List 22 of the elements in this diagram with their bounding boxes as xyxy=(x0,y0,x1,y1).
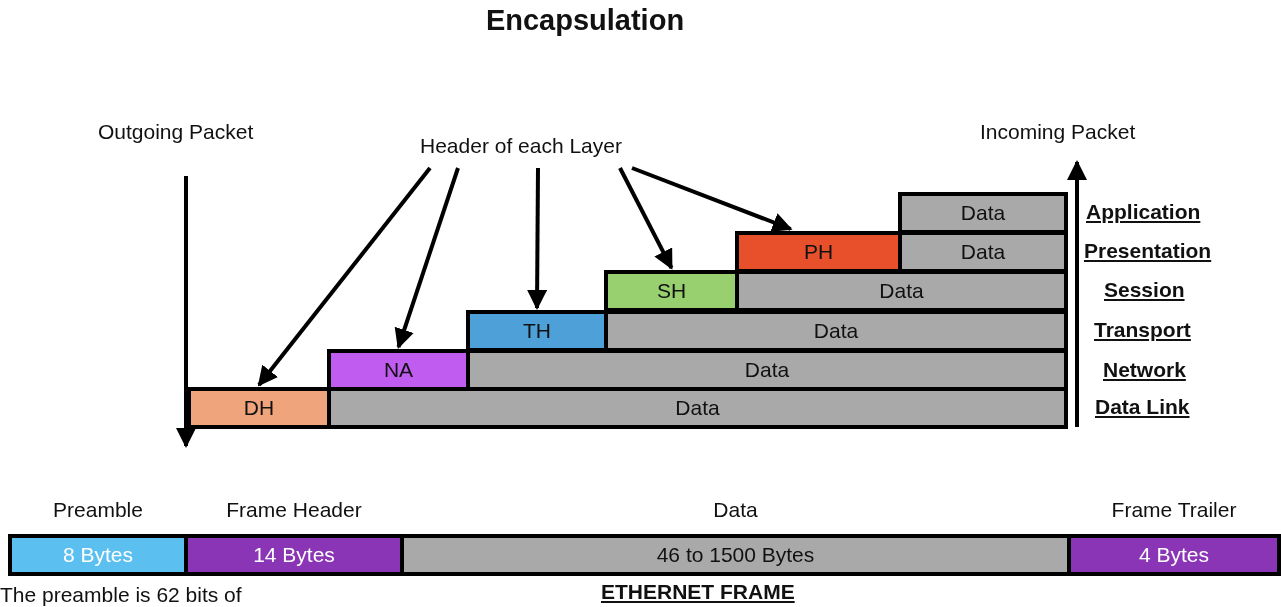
field-heading: Frame Header xyxy=(225,498,363,522)
field-heading: Frame Trailer xyxy=(1110,498,1238,522)
note-text: The preamble is 62 bits of xyxy=(0,583,242,607)
arrow xyxy=(257,166,432,387)
title: Encapsulation xyxy=(484,4,686,37)
data-block: Data xyxy=(898,192,1068,234)
field-heading: Preamble xyxy=(52,498,144,522)
arrow xyxy=(394,167,460,349)
arrow xyxy=(527,168,548,310)
field-heading: Data xyxy=(712,498,759,522)
direction-label: Incoming Packet xyxy=(980,120,1136,144)
callout-text: Header of each Layer xyxy=(420,134,622,158)
layer-label: Transport xyxy=(1094,318,1191,342)
frame-title: ETHERNET FRAME xyxy=(601,580,795,604)
layer-label: Session xyxy=(1104,278,1185,302)
layer-label: Presentation xyxy=(1084,239,1212,263)
arrow xyxy=(631,166,793,232)
layer-label: Data Link xyxy=(1095,395,1190,419)
layer-label: Application xyxy=(1086,200,1201,224)
layer-label: Network xyxy=(1103,358,1186,382)
direction-label: Outgoing Packet xyxy=(98,120,254,144)
arrow xyxy=(618,167,674,270)
